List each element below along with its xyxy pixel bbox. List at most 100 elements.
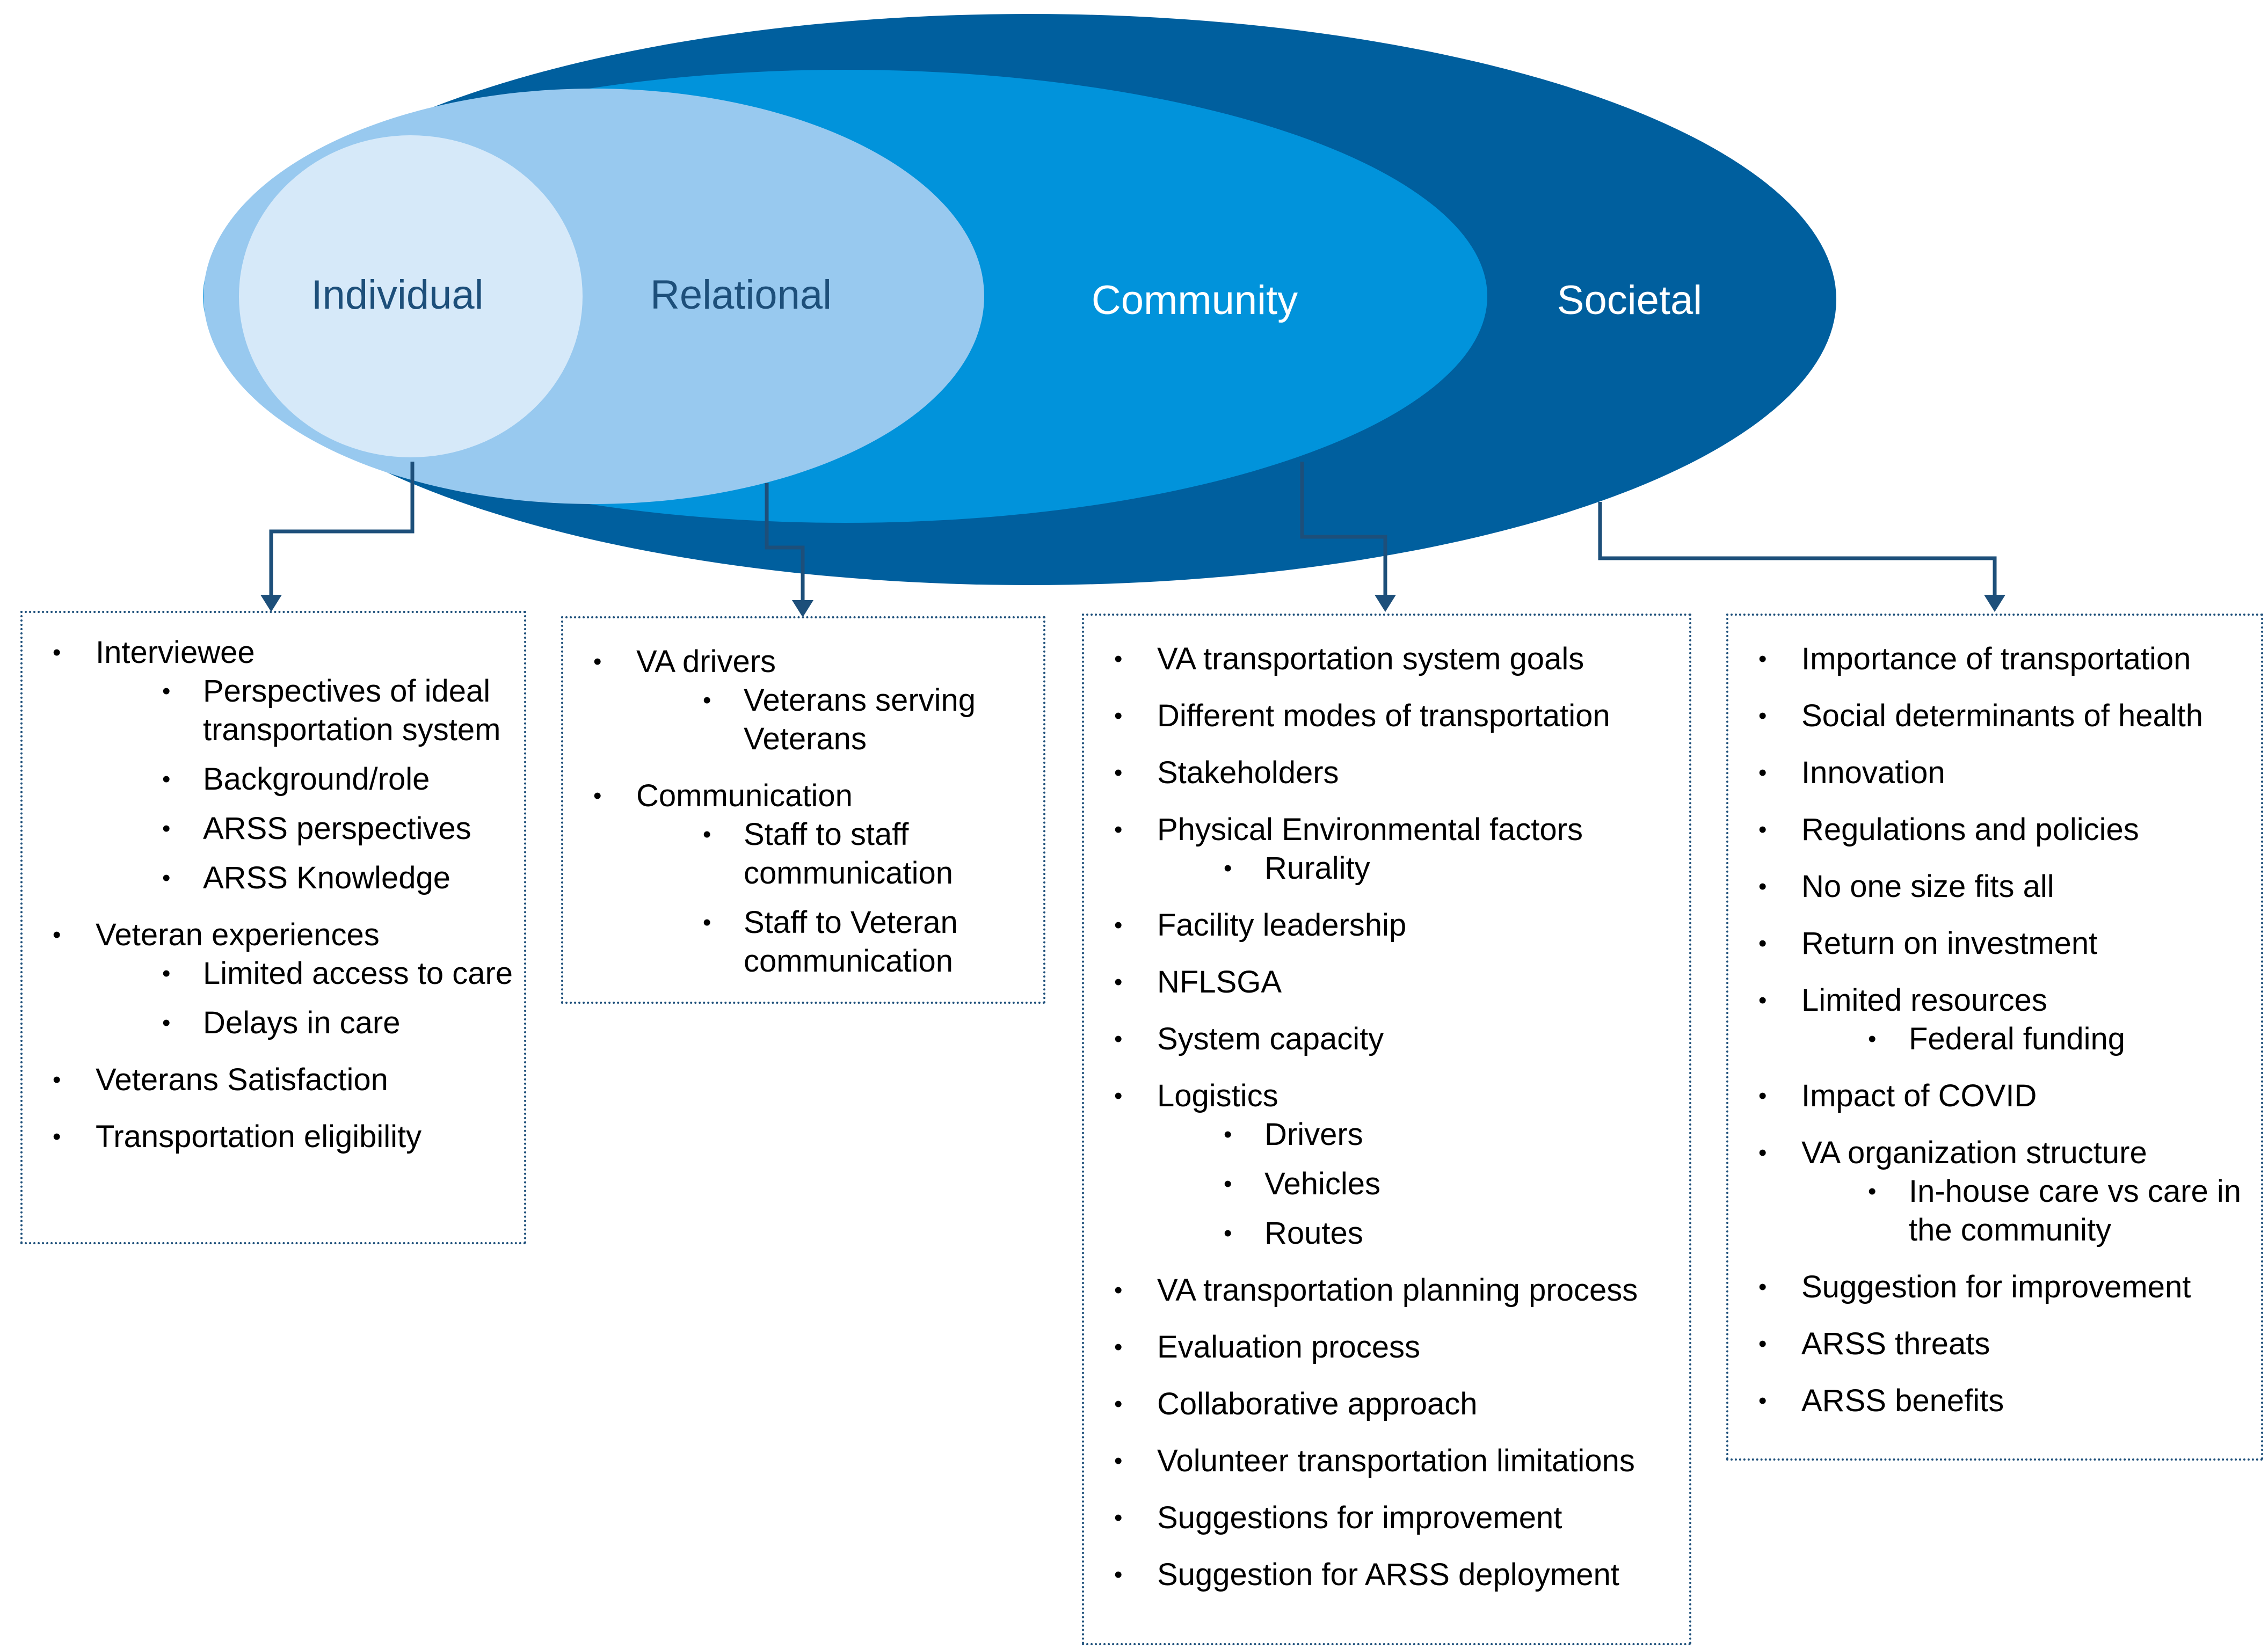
sub-list-item: Rurality	[1157, 849, 1678, 888]
item-text: Suggestion for improvement	[1801, 1269, 2191, 1304]
sub-list-item: Delays in care	[96, 1004, 513, 1042]
list-item: ARSS threats	[1739, 1325, 2250, 1363]
item-text: VA drivers	[636, 644, 776, 679]
list-item: Different modes of transportation	[1095, 697, 1678, 735]
item-text: Transportation eligibility	[96, 1119, 422, 1154]
societal-label: Societal	[1557, 278, 1702, 323]
item-text: Stakeholders	[1157, 755, 1339, 790]
list-item: Return on investment	[1739, 924, 2250, 963]
societal-connector-arrowhead	[1984, 595, 2005, 612]
sub-list-item: In-house care vs care in the community	[1801, 1172, 2250, 1250]
item-text: Innovation	[1801, 755, 1945, 790]
item-text: Staff to staff communication	[744, 817, 954, 891]
community-factors-box: VA transportation system goalsDifferent …	[1082, 614, 1691, 1645]
item-text: Logistics	[1157, 1078, 1278, 1113]
item-text: ARSS benefits	[1801, 1383, 2004, 1418]
item-text: Impact of COVID	[1801, 1078, 2037, 1113]
sub-list-item: Staff to Veteran communication	[636, 903, 1033, 981]
list-item: System capacity	[1095, 1020, 1678, 1059]
list-item: VA driversVeterans serving Veterans	[574, 643, 1033, 758]
list-item: Suggestions for improvement	[1095, 1499, 1678, 1537]
sub-list-item: Vehicles	[1157, 1165, 1678, 1203]
item-text: Volunteer transportation limitations	[1157, 1443, 1635, 1478]
community-label: Community	[1092, 278, 1298, 323]
sub-list-item: Limited access to care	[96, 954, 513, 993]
item-text: Facility leadership	[1157, 908, 1407, 943]
sub-list-item: Perspectives of ideal transportation sys…	[96, 672, 513, 749]
societal-connector	[1598, 502, 1997, 596]
list-item: Stakeholders	[1095, 754, 1678, 792]
item-text: Vehicles	[1264, 1166, 1381, 1201]
sub-list-item: Staff to staff communication	[636, 815, 1033, 893]
item-text: Federal funding	[1909, 1021, 2126, 1056]
list-item: Impact of COVID	[1739, 1077, 2250, 1115]
item-text: Different modes of transportation	[1157, 698, 1610, 733]
list-item: Facility leadership	[1095, 906, 1678, 945]
list-item: CommunicationStaff to staff communicatio…	[574, 777, 1033, 981]
list-item: Transportation eligibility	[33, 1118, 513, 1156]
item-text: Regulations and policies	[1801, 812, 2139, 847]
item-text: Suggestion for ARSS deployment	[1157, 1557, 1619, 1592]
sub-list-item: Drivers	[1157, 1115, 1678, 1154]
relational-connector-arrowhead	[792, 600, 813, 617]
item-text: Perspectives of ideal transportation sys…	[203, 674, 501, 747]
list-item: Regulations and policies	[1739, 811, 2250, 849]
item-text: Veterans serving Veterans	[744, 683, 976, 756]
list-item: VA transportation planning process	[1095, 1271, 1678, 1310]
list-item: No one size fits all	[1739, 867, 2250, 906]
list-item: Suggestion for ARSS deployment	[1095, 1556, 1678, 1594]
individual-connector-arrowhead	[260, 595, 282, 612]
item-text: NFLSGA	[1157, 965, 1282, 999]
item-text: Staff to Veteran communication	[744, 905, 958, 979]
societal-factors-box: Importance of transportationSocial deter…	[1726, 614, 2263, 1461]
individual-ellipse	[239, 135, 583, 457]
list-item: Importance of transportation	[1739, 640, 2250, 678]
item-text: Rurality	[1264, 851, 1370, 886]
item-text: Delays in care	[203, 1005, 401, 1040]
relational-factors-box: VA driversVeterans serving VeteransCommu…	[561, 616, 1045, 1004]
item-text: Limited access to care	[203, 956, 513, 991]
list-item: NFLSGA	[1095, 963, 1678, 1002]
list-item: VA transportation system goals	[1095, 640, 1678, 678]
sub-list: Staff to staff communicationStaff to Vet…	[636, 815, 1033, 981]
list-item: IntervieweePerspectives of ideal transpo…	[33, 633, 513, 898]
list-item: ARSS benefits	[1739, 1382, 2250, 1420]
list-item: Volunteer transportation limitations	[1095, 1442, 1678, 1480]
item-text: Social determinants of health	[1801, 698, 2203, 733]
item-text: No one size fits all	[1801, 869, 2054, 904]
item-text: In-house care vs care in the community	[1909, 1174, 2241, 1247]
item-text: VA organization structure	[1801, 1135, 2147, 1170]
sub-list-item: Federal funding	[1801, 1020, 2250, 1059]
item-text: Communication	[636, 778, 853, 813]
item-text: Routes	[1264, 1216, 1363, 1251]
sub-list: Limited access to careDelays in care	[96, 954, 513, 1042]
item-text: Evaluation process	[1157, 1330, 1421, 1365]
relational-label: Relational	[650, 272, 832, 318]
item-text: Physical Environmental factors	[1157, 812, 1583, 847]
community-connector-arrowhead	[1375, 595, 1396, 612]
list-item: Limited resourcesFederal funding	[1739, 981, 2250, 1059]
individual-label: Individual	[311, 272, 483, 318]
item-text: Interviewee	[96, 635, 255, 670]
list-item: Suggestion for improvement	[1739, 1268, 2250, 1307]
list-item: Veterans Satisfaction	[33, 1061, 513, 1099]
item-text: ARSS perspectives	[203, 811, 471, 846]
item-text: Veterans Satisfaction	[96, 1062, 388, 1097]
community-factors-list: VA transportation system goalsDifferent …	[1095, 640, 1678, 1594]
sub-list-item: Routes	[1157, 1214, 1678, 1253]
item-text: ARSS threats	[1801, 1326, 1990, 1361]
individual-factors-box: IntervieweePerspectives of ideal transpo…	[20, 611, 526, 1244]
list-item: Social determinants of health	[1739, 697, 2250, 735]
item-text: System capacity	[1157, 1021, 1384, 1056]
sub-list: DriversVehiclesRoutes	[1157, 1115, 1678, 1253]
community-connector	[1300, 462, 1387, 596]
item-text: Importance of transportation	[1801, 641, 2191, 676]
item-text: Background/role	[203, 762, 430, 797]
list-item: Collaborative approach	[1095, 1385, 1678, 1424]
sub-list-item: Veterans serving Veterans	[636, 681, 1033, 758]
sub-list: Perspectives of ideal transportation sys…	[96, 672, 513, 898]
item-text: VA transportation planning process	[1157, 1273, 1638, 1308]
item-text: Return on investment	[1801, 926, 2098, 961]
sub-list-item: ARSS Knowledge	[96, 859, 513, 898]
